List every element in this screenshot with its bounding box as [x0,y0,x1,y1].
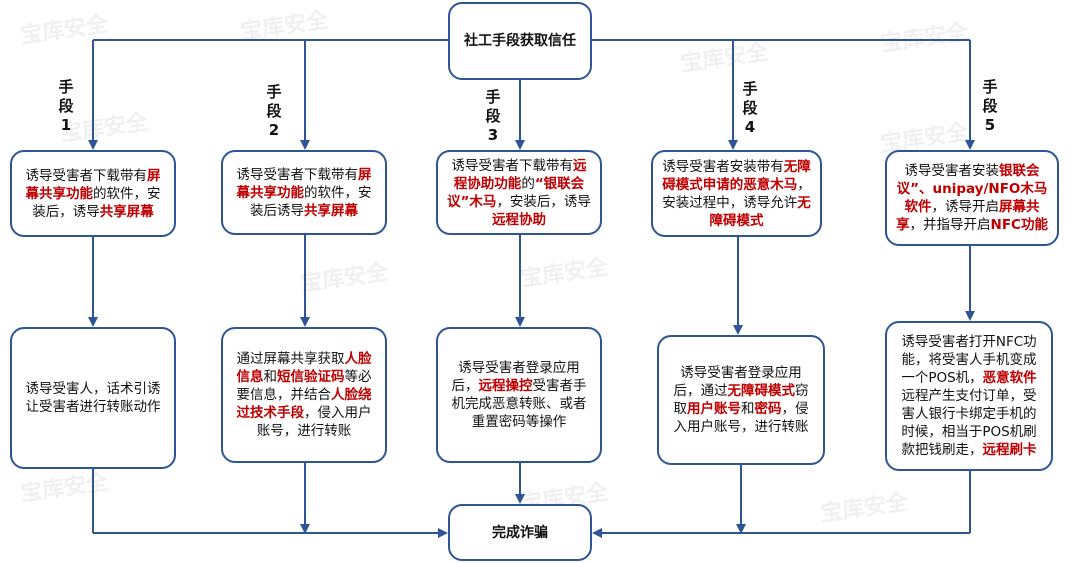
box-text-highlight: 密码 [754,401,782,417]
box-text: 诱导受害者安装 [904,163,1000,179]
box-text: 远程产生支付订单，受害人银行卡绑定手机的时候，相当于POS机刷款把钱刷走， [901,388,1037,458]
box-text-highlight: 短信验证码 [277,369,345,385]
box-text-highlight: “银联会议”木马 [447,175,585,210]
step-4-upper-box: 诱导受害者安装带有无障碍模式申请的恶意木马，安装过程中，诱导允许无障碍模式 [651,150,822,237]
box-text: ，诱导开启 [931,199,1000,215]
step-label-char: 5 [984,116,996,134]
box-text: 等必要信息，并结合 [236,369,372,403]
box-text-highlight: 屏幕共享功能 [25,167,161,202]
box-text: 受害者手机完成恶意转账、或者重置密码等操作 [451,378,587,430]
box-text: ，侵入用户账号，进行转账 [256,405,372,439]
box-text: 诱导受害者下载带有 [236,166,359,183]
box-text: ，安装后，诱导 [496,193,591,210]
step-label-char: 段 [742,99,758,117]
box-text: ，并指导开启 [909,217,991,233]
box-text-highlight: 屏幕共享 [896,199,1040,233]
step-label-3: 手 段 3 [481,88,505,145]
box-text: ，安装过程中，诱导允许 [662,176,811,211]
box-text: 诱导受害者打开NFC功能，将受害人手机变成一个POS机， [901,334,1037,386]
box-text-highlight: 恶意软件 [982,370,1037,386]
step-2-lower-box: 通过屏幕共享获取人脸信息和短信验证码等必要信息，并结合人脸绕过技术手段，侵入用户… [221,327,387,463]
end-node-label: 完成诈骗 [492,524,548,541]
step-label-char: 手 [982,78,998,96]
step-label-char: 段 [485,107,501,125]
box-text: 和 [263,369,278,385]
box-text-highlight: 人脸绕过技术手段 [236,387,372,421]
step-1-upper-box: 诱导受害者下载带有屏幕共享功能的软件，安装后，诱导共享屏幕 [10,150,176,237]
box-text-highlight: NFC功能 [990,217,1048,233]
box-text-highlight: 远程刷卡 [982,442,1037,458]
end-node: 完成诈骗 [448,504,592,561]
box-text: 的软件，安装后诱导 [250,184,372,219]
box-text: 诱导受害者登录应用后，通过 [673,365,802,399]
step-label-char: 手 [742,80,758,98]
box-text: 诱导受害人，话术引诱让受害者进行转账动作 [25,381,161,415]
step-5-lower-box: 诱导受害者打开NFC功能，将受害人手机变成一个POS机，恶意软件远程产生支付订单… [885,321,1053,471]
step-2-upper-box: 诱导受害者下载带有屏幕共享功能的软件，安装后诱导共享屏幕 [221,150,387,235]
step-label-char: 手 [266,83,282,101]
step-label-4: 手 段 4 [738,80,762,137]
step-label-char: 1 [60,116,72,134]
box-text-highlight: 共享屏幕 [304,202,358,219]
step-label-char: 手 [58,78,74,96]
step-3-upper-box: 诱导受害者下载带有远程协助功能的“银联会议”木马，安装后，诱导远程协助 [436,150,602,235]
step-label-2: 手 段 2 [262,83,286,140]
box-text-highlight: 远程操控 [478,378,533,394]
step-label-char: 手 [485,88,501,106]
box-text-highlight: 用户账号 [687,401,741,417]
start-node: 社工手段获取信任 [448,2,592,80]
box-text-highlight: 无障碍模式 [727,383,796,399]
box-text-highlight: 屏幕共享功能 [236,166,372,201]
start-node-label: 社工手段获取信任 [464,33,576,49]
step-label-char: 段 [982,97,998,115]
box-text: 和 [741,401,755,417]
box-text: 诱导受害者安装带有 [662,158,784,175]
box-text-highlight: 远程协助功能 [453,157,587,192]
step-4-lower-box: 诱导受害者登录应用后，通过无障碍模式窃取用户账号和密码，侵入用户账号，进行转账 [657,335,825,465]
step-label-char: 段 [58,97,74,115]
box-text: 诱导受害者登录应用后， [451,360,580,394]
step-label-char: 4 [744,118,756,136]
step-label-char: 段 [266,102,282,120]
box-text-highlight: 无障碍模式 [709,194,811,229]
step-label-5: 手 段 5 [978,78,1002,135]
box-text-highlight: 共享屏幕 [99,203,154,220]
step-label-1: 手 段 1 [54,78,78,135]
step-1-lower-box: 诱导受害人，话术引诱让受害者进行转账动作 [10,327,176,469]
box-text: ，侵入用户账号，进行转账 [673,401,809,435]
box-text: 窃取 [673,383,809,417]
box-text-highlight: 无障碍模式申请的恶意木马 [662,158,811,193]
step-label-char: 2 [268,121,280,139]
step-5-upper-box: 诱导受害者安装银联会议”、unipay/NFO木马软件，诱导开启屏幕共享，并指导… [885,150,1059,246]
box-text: 通过屏幕共享获取 [236,351,345,367]
box-text-highlight: 银联会议”、unipay/NFO木马软件 [896,163,1048,215]
box-text-highlight: 人脸信息 [236,351,372,385]
box-text: 的软件，安装后，诱导 [32,185,161,220]
step-3-lower-box: 诱导受害者登录应用后，远程操控受害者手机完成恶意转账、或者重置密码等操作 [436,327,602,463]
step-label-char: 3 [487,126,499,144]
box-text: 诱导受害者下载带有 [451,157,574,174]
box-text: 的 [521,175,535,192]
box-text-highlight: 远程协助 [492,211,546,228]
box-text: 诱导受害者下载带有 [25,167,148,184]
